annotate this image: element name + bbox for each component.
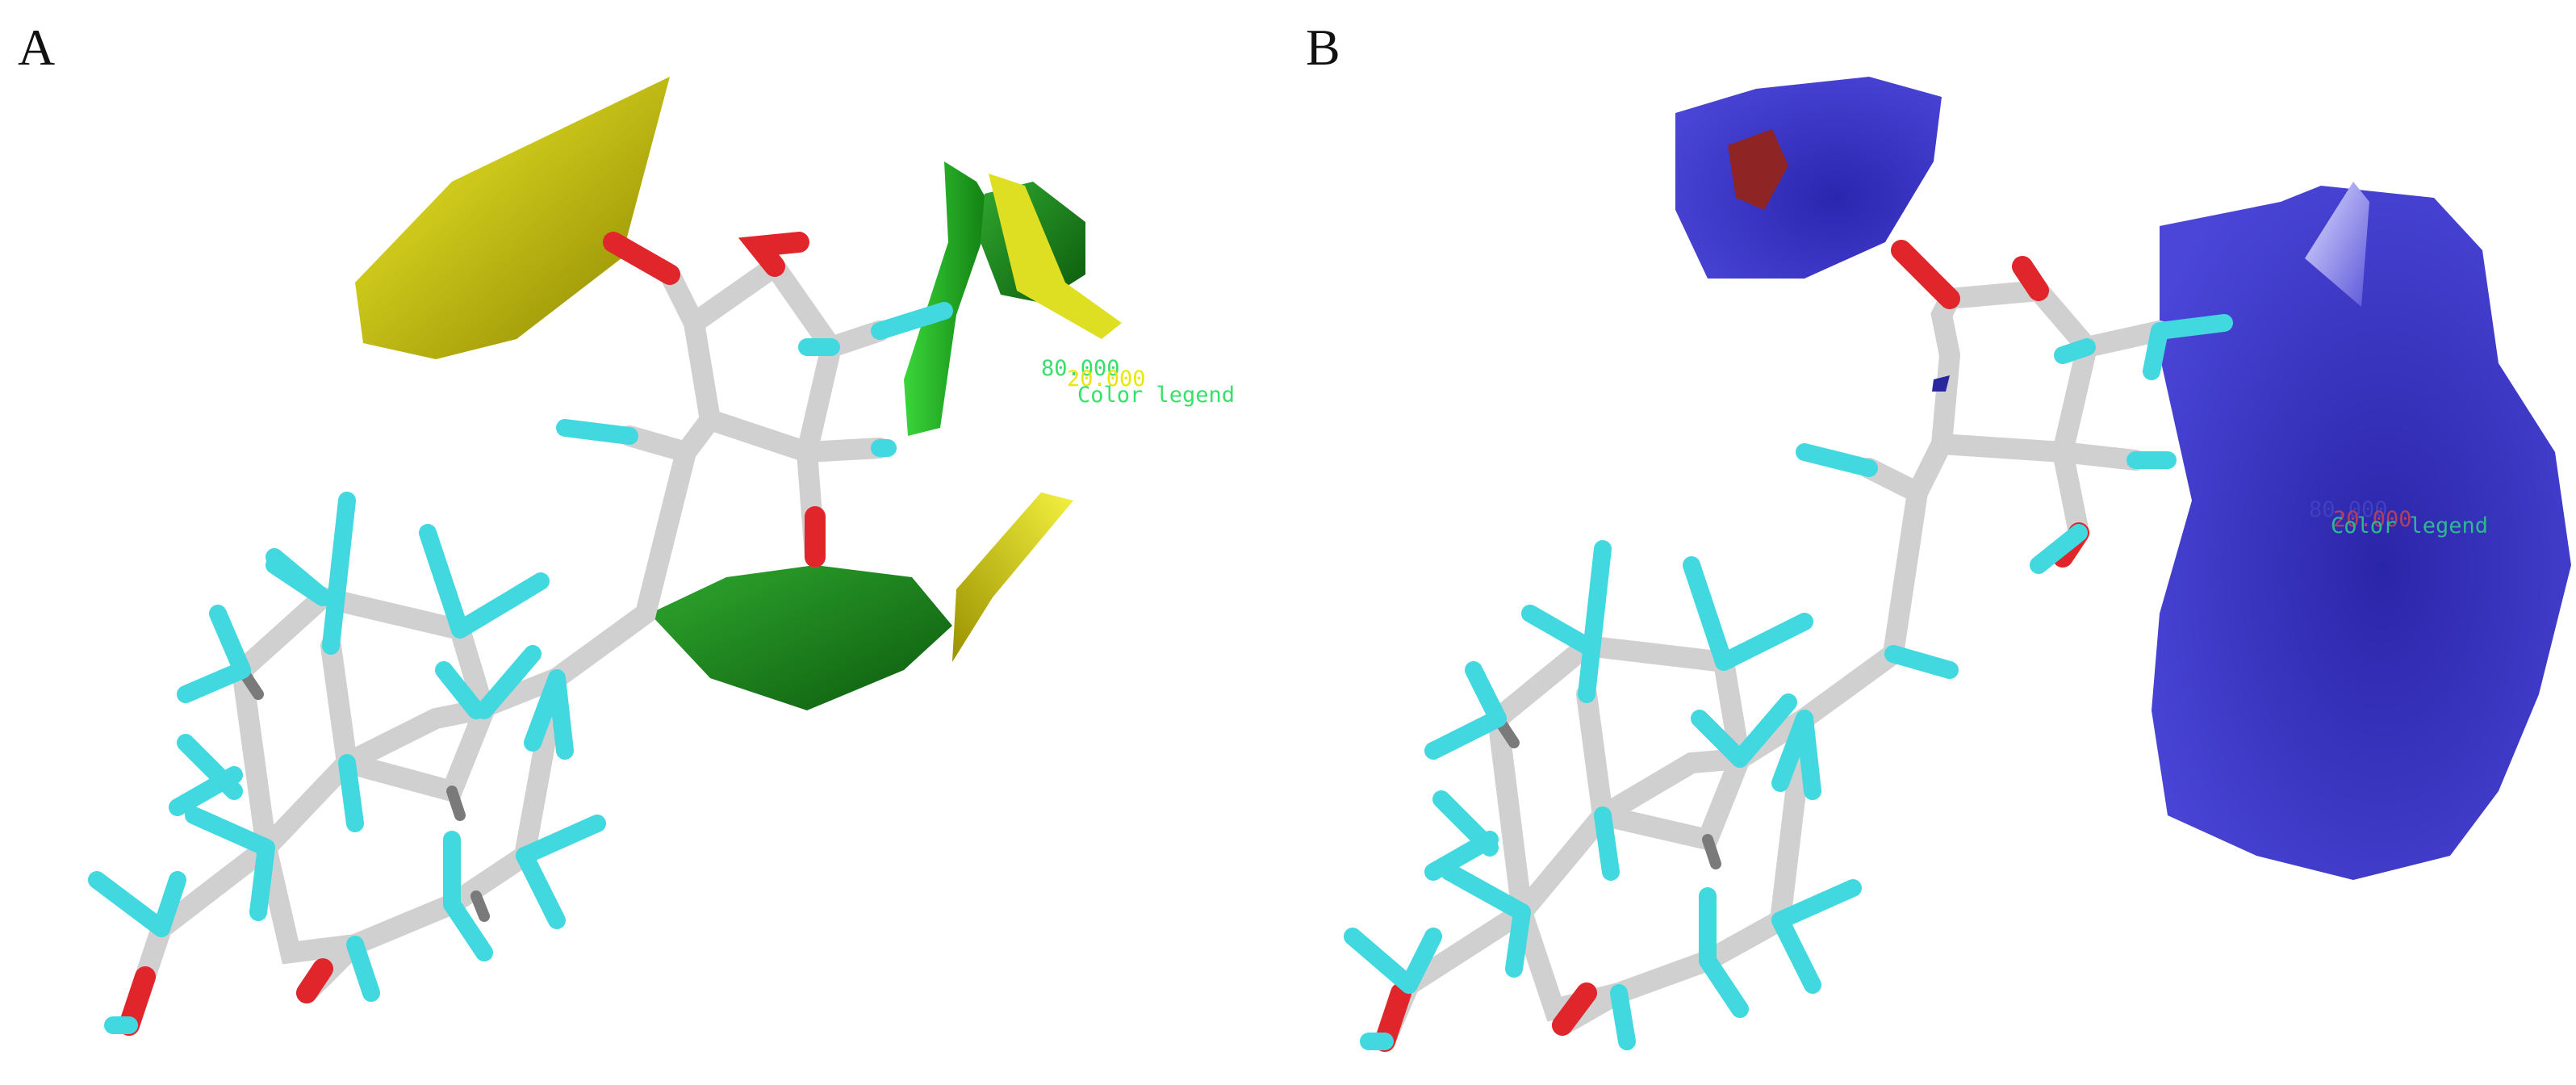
disfavored-contour — [952, 492, 1073, 662]
color-legend-b: 80.000 20.000 Color legend — [2309, 497, 2488, 538]
panel-a: A — [18, 19, 1235, 1036]
hydrogen-atoms — [1344, 314, 2233, 1050]
disfavored-contour — [355, 77, 670, 359]
disfavored-contour — [989, 174, 1122, 339]
favored-contour — [904, 161, 993, 436]
molecule-scene-b — [1344, 77, 2571, 1052]
favored-contour — [650, 565, 952, 710]
disfavored-contour — [1728, 129, 1788, 210]
panel-b: B — [1288, 0, 2576, 1085]
panel-label-a: A — [18, 19, 56, 76]
favored-contour — [2152, 186, 2571, 880]
molecule-scene-a — [88, 77, 1122, 1036]
legend-title: Color legend — [2331, 513, 2488, 538]
legend-overlay-value: 20.000 — [2333, 507, 2412, 532]
color-legend-a: 80.000 20.000 Color legend — [1041, 356, 1235, 408]
legend-value: 80.000 — [2309, 497, 2388, 522]
contour-highlight — [2305, 182, 2369, 307]
panel-label-b: B — [1306, 19, 1340, 76]
legend-title: Color legend — [1077, 383, 1235, 408]
hydrogen-atoms — [88, 302, 953, 1034]
favored-contour — [1675, 77, 1942, 279]
contour-fragment — [1932, 375, 1950, 392]
legend-overlay-value: 20.000 — [1067, 367, 1146, 392]
legend-value: 80.000 — [1041, 356, 1120, 381]
